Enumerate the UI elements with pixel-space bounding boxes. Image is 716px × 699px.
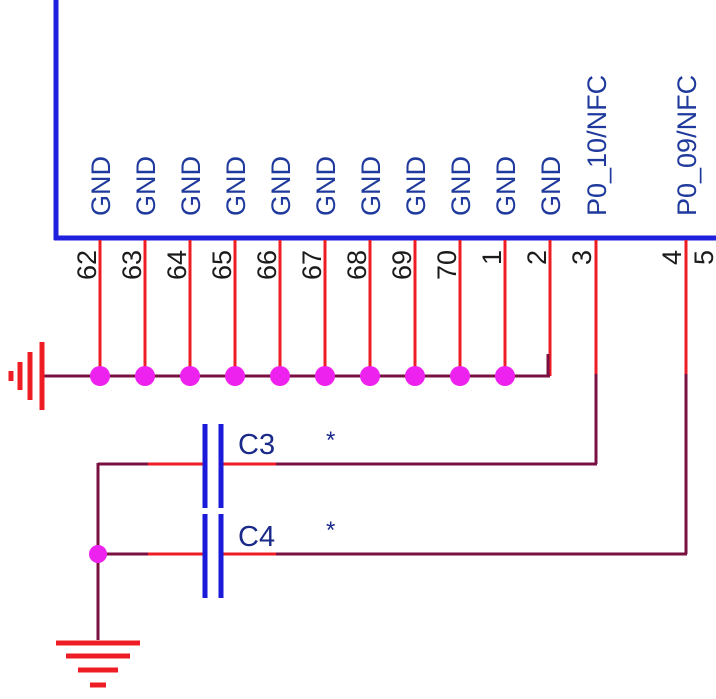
pin-number: 69	[387, 250, 417, 280]
junction-dot	[495, 366, 515, 386]
pin-name: GND	[311, 156, 341, 216]
pin-name: GND	[536, 156, 566, 216]
capacitor-c3-value: *	[326, 427, 335, 454]
pin-number: 3	[567, 250, 597, 265]
capacitor-c4[interactable]: C4 *	[98, 514, 335, 598]
junction-dot	[315, 366, 335, 386]
pin-number: 66	[252, 250, 282, 280]
pin-number: 64	[162, 250, 192, 280]
capacitor-c3-ref: C3	[238, 429, 275, 461]
ground-bus-junctions	[90, 366, 515, 386]
pin-number: 62	[72, 250, 102, 280]
cap-ground-wire	[89, 463, 107, 640]
pin-number: 68	[342, 250, 372, 280]
pin-name: GND	[446, 156, 476, 216]
pin-name: GND	[221, 156, 251, 216]
junction-dot	[405, 366, 425, 386]
capacitor-c4-value: *	[326, 517, 335, 544]
pin-number: 5	[689, 250, 716, 265]
pin-name: GND	[266, 156, 296, 216]
capacitor-c4-ref: C4	[238, 521, 275, 553]
junction-dot	[135, 366, 155, 386]
pin-name: GND	[356, 156, 386, 216]
pin-number: 63	[117, 250, 147, 280]
pin-name: GND	[131, 156, 161, 216]
junction-dot	[90, 366, 110, 386]
earth-ground-icon	[8, 342, 56, 410]
pin-number: 4	[657, 250, 687, 265]
ground-icon	[56, 640, 140, 688]
junction-dot	[89, 545, 107, 563]
capacitor-c3[interactable]: C3 *	[98, 424, 335, 508]
junction-dot	[270, 366, 290, 386]
nfc-wires	[276, 374, 688, 556]
pins: GND GND GND GND GND GND GND GND GND GND GND P0_10/N…	[72, 75, 716, 376]
pin-name: GND	[86, 156, 116, 216]
pin-number: 1	[477, 250, 507, 265]
pin-name: P0_09/NFC	[672, 75, 702, 216]
ground-bus	[56, 354, 550, 378]
pin-name: P0_10/NFC	[582, 75, 612, 216]
pin-name: GND	[401, 156, 431, 216]
pin-number: 70	[432, 250, 462, 280]
pin-name: GND	[176, 156, 206, 216]
junction-dot	[225, 366, 245, 386]
junction-dot	[360, 366, 380, 386]
junction-dot	[180, 366, 200, 386]
pin-number: 65	[207, 250, 237, 280]
junction-dot	[450, 366, 470, 386]
pin-number: 67	[297, 250, 327, 280]
ic-body	[53, 0, 716, 241]
pin-number: 2	[522, 250, 552, 265]
pin-name: GND	[491, 156, 521, 216]
